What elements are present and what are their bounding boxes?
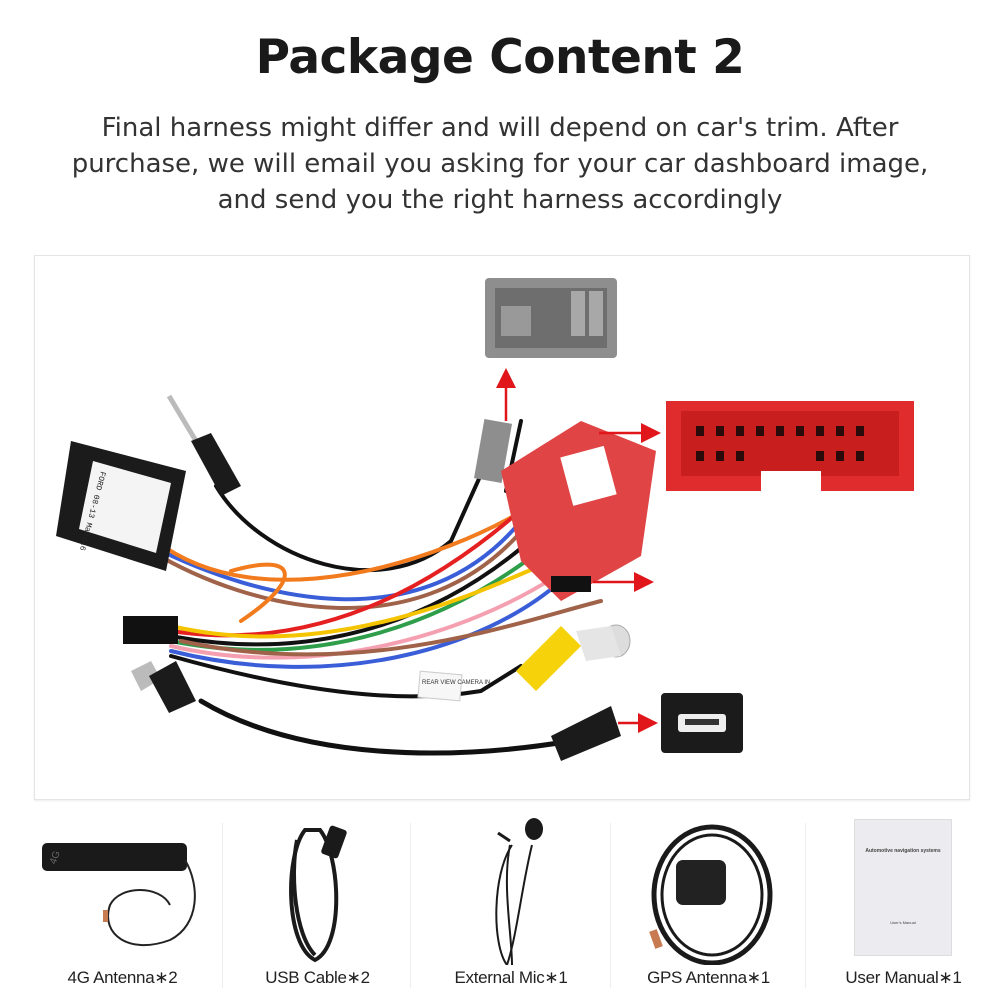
divider: [805, 823, 806, 988]
page-subtitle: Final harness might differ and will depe…: [71, 113, 929, 215]
mini-usb-detail: [661, 693, 743, 753]
small-plug: [551, 576, 591, 592]
4g-antenna-icon: 4G: [42, 843, 196, 946]
harness-illustration: FORD 08-13 Mazda6 REAR VIEW CAMERA IN: [56, 278, 914, 761]
red-connector-detail: [666, 401, 914, 491]
accessory-label: USB Cable∗2: [265, 968, 370, 987]
accessory-usb-cable: USB Cable∗2: [225, 815, 410, 1000]
accessory-label: 4G Antenna∗2: [67, 968, 178, 987]
canbus-decoder-box: FORD 08-13 Mazda6: [56, 441, 186, 571]
accessory-user-manual: Automotive navigation systems User's Man…: [807, 815, 1000, 1000]
microphone-icon: [495, 818, 543, 965]
accessory-external-mic: External Mic∗1: [412, 815, 610, 1000]
accessories-row: 4G 4G Antenna∗2 USB Cable∗2 External Mic…: [0, 815, 1000, 1000]
page-title: Package Content 2: [255, 30, 745, 85]
grey-plug: [474, 419, 512, 483]
accessory-4g-antenna: 4G 4G Antenna∗2: [20, 815, 225, 1000]
antenna-plug: [166, 394, 241, 496]
harness-photo: FORD 08-13 Mazda6 REAR VIEW CAMERA IN: [34, 255, 970, 800]
grey-connector-detail: [485, 278, 617, 358]
accessory-label: User Manual∗1: [845, 968, 962, 987]
divider: [410, 823, 411, 988]
black-plug: [123, 616, 178, 644]
divider: [610, 823, 611, 988]
accessory-gps-antenna: GPS Antenna∗1: [612, 815, 805, 1000]
red-main-connector: [501, 421, 656, 601]
pointer-arrows: [496, 368, 661, 733]
user-manual-icon: Automotive navigation systems User's Man…: [854, 819, 952, 956]
rca-connector: [516, 624, 631, 691]
svg-text:4G: 4G: [48, 849, 63, 866]
accessory-label: External Mic∗1: [454, 968, 568, 987]
wire-bundle: [149, 419, 603, 756]
svg-text:REAR VIEW CAMERA IN: REAR VIEW CAMERA IN: [422, 680, 490, 686]
usb-plug: [131, 661, 621, 761]
gps-antenna-icon: [649, 824, 773, 965]
camera-tag: REAR VIEW CAMERA IN: [417, 670, 490, 702]
usb-cable-icon: [289, 825, 347, 963]
divider: [222, 823, 223, 988]
accessory-label: GPS Antenna∗1: [647, 968, 770, 987]
